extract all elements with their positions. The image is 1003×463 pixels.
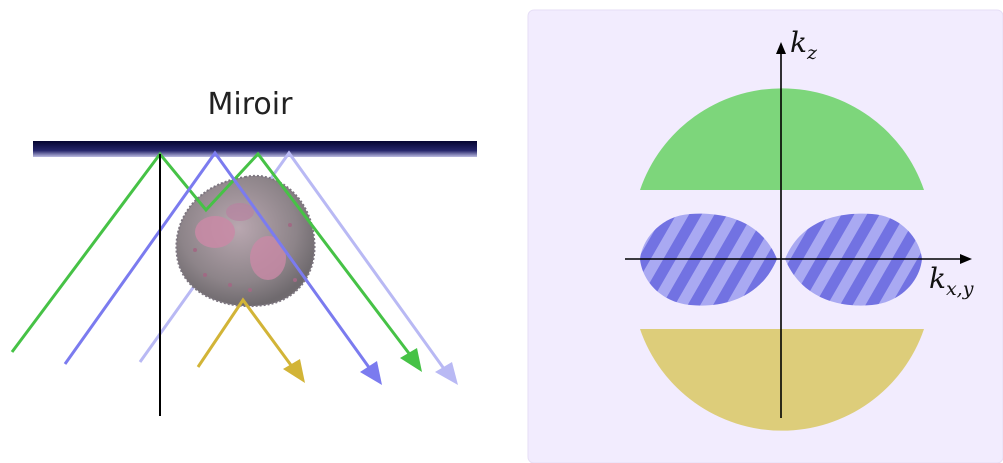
kxy-label: kx,y [929, 262, 974, 300]
top-cap-region [640, 88, 924, 190]
cell-image [175, 174, 316, 308]
light-blue-ray [138, 150, 449, 374]
kz-subscript: z [806, 42, 818, 64]
green-ray [10, 151, 416, 361]
blue-ray [63, 150, 375, 374]
light-blue-arrowhead [435, 362, 458, 385]
z-axis-arrowhead [776, 42, 786, 54]
kz-main: k [790, 26, 807, 59]
kxy-main: k [929, 262, 946, 295]
green-arrowhead [400, 348, 422, 372]
mirror-bar [33, 141, 477, 157]
gold-arrowhead [283, 359, 305, 383]
gold-ray [196, 297, 298, 373]
right-panel: kz kx,y [527, 9, 1003, 463]
bottom-cap-region [640, 329, 924, 431]
kxy-subscript: x,y [946, 278, 974, 300]
blue-arrowhead [360, 361, 382, 385]
left-panel: Miroir [10, 87, 477, 416]
kz-label: kz [790, 26, 818, 64]
x-axis-arrowhead [960, 254, 972, 264]
mirror-label: Miroir [208, 87, 294, 122]
